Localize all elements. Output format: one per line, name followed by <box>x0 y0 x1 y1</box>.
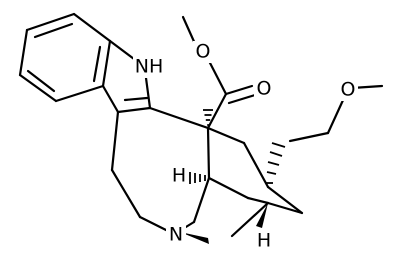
bridgehead-h-right-label: H <box>257 230 271 252</box>
side-chain-o-label: O <box>341 79 356 101</box>
ester-carbonyl-o-label: O <box>257 78 272 100</box>
benzene-ring <box>18 12 112 103</box>
hashed-bond-h-left <box>189 172 206 184</box>
ring-framework <box>110 106 304 238</box>
wedge-bond-n <box>180 232 209 244</box>
methyl-ester-group <box>181 15 257 130</box>
pyrrole-ring <box>101 39 152 114</box>
hashed-bond-side-chain <box>266 142 286 184</box>
bridge-n-label: N <box>169 224 183 246</box>
bridgehead-h-left-label: H <box>172 165 186 187</box>
methoxyethyl-side-chain <box>288 84 384 143</box>
hashed-bond-ester <box>203 109 213 126</box>
indole-nh-label: NH <box>135 56 164 78</box>
wedge-bond-h-right <box>256 203 268 228</box>
ester-ether-o-label: O <box>196 41 211 63</box>
